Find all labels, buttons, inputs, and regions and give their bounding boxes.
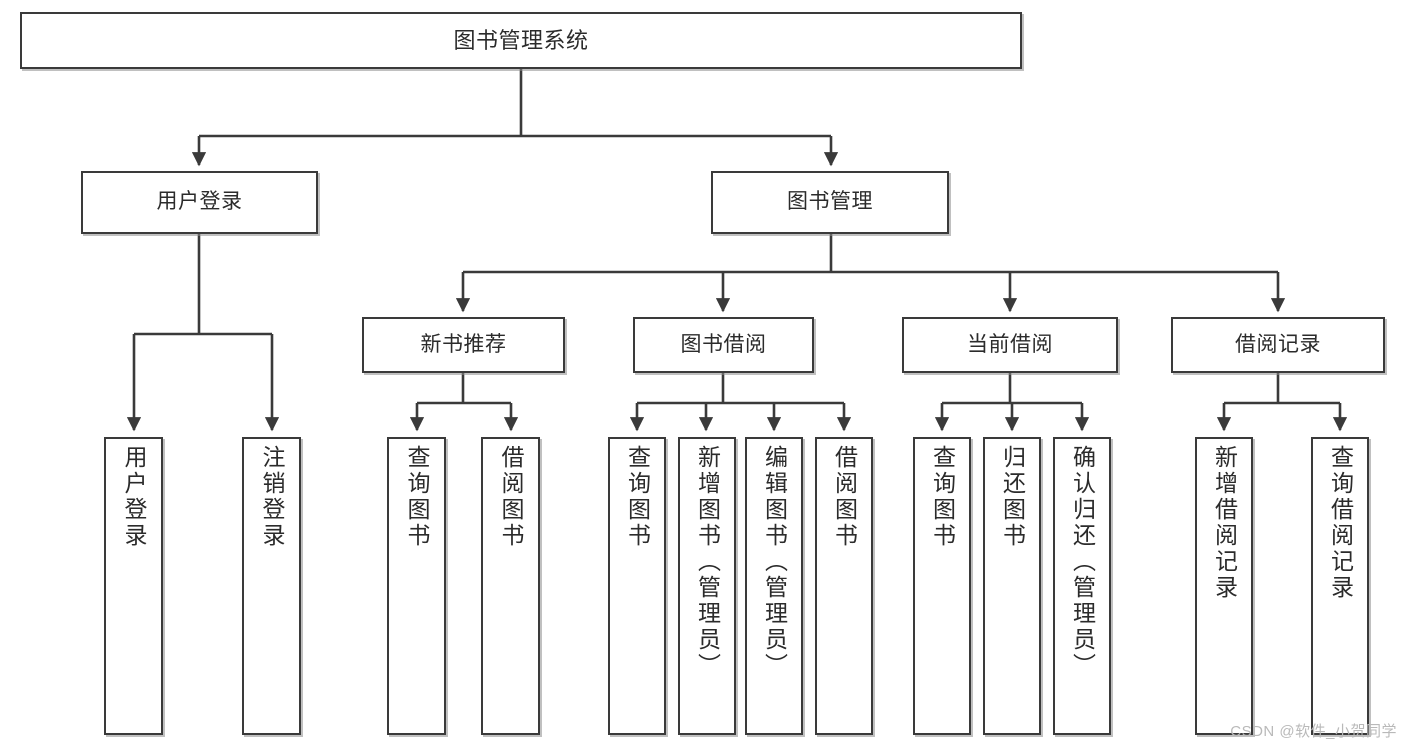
node-new-book-recommend[interactable]: 新书推荐 — [362, 317, 565, 373]
node-leaf-add-record[interactable]: 新增借阅记录 — [1195, 437, 1253, 735]
node-leaf-return-book-label: 归还图书 — [999, 445, 1026, 549]
node-leaf-confirm-return[interactable]: 确认归还（管理员） — [1053, 437, 1111, 735]
node-book-borrow[interactable]: 图书借阅 — [633, 317, 814, 373]
node-leaf-user-login[interactable]: 用户登录 — [104, 437, 163, 735]
node-user-login[interactable]: 用户登录 — [81, 171, 318, 234]
node-current-borrow[interactable]: 当前借阅 — [902, 317, 1118, 373]
node-leaf-edit-book[interactable]: 编辑图书（管理员） — [745, 437, 803, 735]
node-leaf-logout-label: 注销登录 — [259, 445, 285, 549]
node-new-book-recommend-label: 新书推荐 — [420, 332, 507, 356]
node-user-login-label: 用户登录 — [156, 190, 243, 214]
node-leaf-query-book-2[interactable]: 查询图书 — [608, 437, 666, 735]
node-leaf-edit-book-label: 编辑图书（管理员） — [761, 445, 788, 679]
node-leaf-borrow-book-1[interactable]: 借阅图书 — [481, 437, 540, 735]
node-book-borrow-label: 图书借阅 — [680, 332, 767, 356]
node-leaf-borrow-book-2-label: 借阅图书 — [831, 445, 858, 549]
node-leaf-query-record-label: 查询借阅记录 — [1327, 445, 1354, 601]
node-leaf-query-book-1-label: 查询图书 — [404, 445, 430, 549]
node-leaf-add-record-label: 新增借阅记录 — [1211, 445, 1238, 601]
node-leaf-query-book-1[interactable]: 查询图书 — [387, 437, 446, 735]
node-leaf-query-record[interactable]: 查询借阅记录 — [1311, 437, 1369, 735]
node-leaf-borrow-book-2[interactable]: 借阅图书 — [815, 437, 873, 735]
node-leaf-confirm-return-label: 确认归还（管理员） — [1069, 445, 1096, 679]
node-borrow-record-label: 借阅记录 — [1235, 332, 1321, 356]
node-current-borrow-label: 当前借阅 — [967, 332, 1053, 356]
node-book-management-label: 图书管理 — [787, 190, 873, 214]
node-leaf-user-login-label: 用户登录 — [121, 445, 147, 549]
node-book-management[interactable]: 图书管理 — [711, 171, 949, 234]
node-borrow-record[interactable]: 借阅记录 — [1171, 317, 1385, 373]
node-leaf-add-book[interactable]: 新增图书（管理员） — [678, 437, 736, 735]
node-leaf-query-book-2-label: 查询图书 — [624, 445, 651, 549]
node-root[interactable]: 图书管理系统 — [20, 12, 1022, 69]
node-leaf-borrow-book-1-label: 借阅图书 — [498, 445, 524, 549]
node-leaf-query-book-3[interactable]: 查询图书 — [913, 437, 971, 735]
node-leaf-add-book-label: 新增图书（管理员） — [694, 445, 721, 679]
node-leaf-query-book-3-label: 查询图书 — [929, 445, 956, 549]
node-root-label: 图书管理系统 — [453, 27, 589, 53]
node-leaf-logout[interactable]: 注销登录 — [242, 437, 301, 735]
node-leaf-return-book[interactable]: 归还图书 — [983, 437, 1041, 735]
